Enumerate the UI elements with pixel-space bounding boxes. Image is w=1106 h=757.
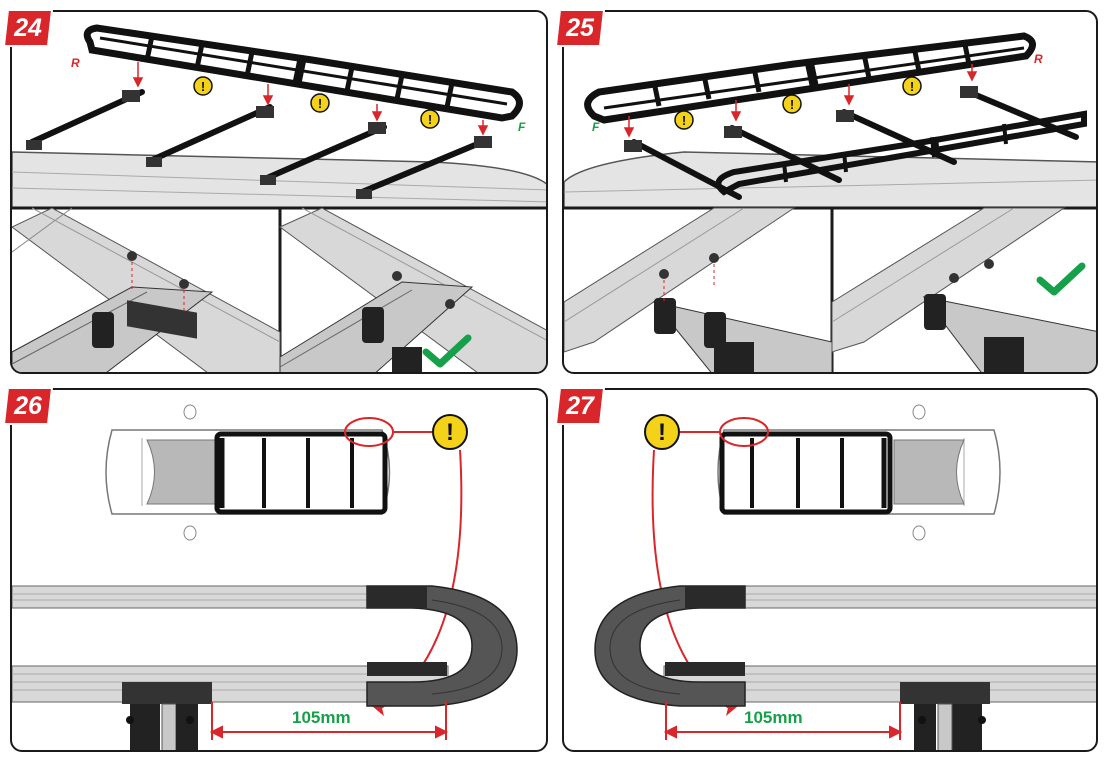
dimension-line xyxy=(663,702,903,740)
front-label: F xyxy=(592,120,600,134)
svg-text:!: ! xyxy=(446,419,454,446)
rail-detail xyxy=(564,207,833,372)
step-badge: 24 xyxy=(2,6,54,50)
warning-icon: ! xyxy=(674,110,694,130)
svg-text:!: ! xyxy=(682,113,686,128)
step-25-illustration: ! ! ! xyxy=(564,32,1096,372)
roof-rack xyxy=(214,431,388,515)
svg-text:!: ! xyxy=(790,97,794,112)
arrow-icon xyxy=(132,62,489,136)
step-27-illustration: ! xyxy=(594,404,1096,750)
rail-detail-correct xyxy=(831,207,1096,372)
dimension-line xyxy=(209,702,449,740)
svg-text:!: ! xyxy=(318,96,322,111)
warning-icon: ! xyxy=(432,414,468,450)
rear-label: R xyxy=(1034,52,1043,66)
dimension-label: 105mm xyxy=(744,708,803,727)
step-number: 27 xyxy=(566,392,594,420)
warning-icon: ! xyxy=(902,76,922,96)
front-label: F xyxy=(518,120,526,134)
step-number: 24 xyxy=(14,14,42,42)
step-number: 26 xyxy=(14,392,42,420)
dimension-label: 105mm xyxy=(292,708,351,727)
side-rack xyxy=(715,110,1087,196)
step-26-illustration: ! xyxy=(12,404,518,750)
step-24-illustration: ! ! ! xyxy=(12,24,546,372)
van-top-view xyxy=(717,404,1001,541)
end-cap xyxy=(594,585,746,707)
roof-rack xyxy=(584,32,1036,124)
checkmark-icon xyxy=(422,334,472,368)
rail-detail xyxy=(12,207,281,372)
svg-text:!: ! xyxy=(910,79,914,94)
warning-icon: ! xyxy=(782,94,802,114)
rear-label: R xyxy=(71,56,80,70)
step-badge: 25 xyxy=(554,6,606,50)
checkmark-icon xyxy=(1036,262,1086,296)
foot-bracket xyxy=(122,682,212,750)
step-25-panel: ! ! ! xyxy=(562,10,1098,374)
svg-text:!: ! xyxy=(658,419,666,446)
svg-text:!: ! xyxy=(428,112,432,127)
step-27-panel: ! xyxy=(562,388,1098,752)
end-cap xyxy=(366,585,518,707)
step-24-panel: ! ! ! xyxy=(10,10,548,374)
warning-icon: ! xyxy=(310,93,330,113)
rail-detail-correct xyxy=(279,207,546,372)
foot-bracket xyxy=(900,682,990,750)
arrow-icon xyxy=(623,64,978,138)
warning-icon: ! xyxy=(644,414,680,450)
warning-icon: ! xyxy=(193,76,213,96)
warning-icon: ! xyxy=(420,109,440,129)
step-26-panel: ! xyxy=(10,388,548,752)
roof-rack xyxy=(719,431,893,515)
step-badge: 26 xyxy=(2,384,54,428)
roof-rack xyxy=(83,24,523,122)
svg-text:!: ! xyxy=(201,79,205,94)
step-number: 25 xyxy=(566,14,594,42)
step-badge: 27 xyxy=(554,384,606,428)
